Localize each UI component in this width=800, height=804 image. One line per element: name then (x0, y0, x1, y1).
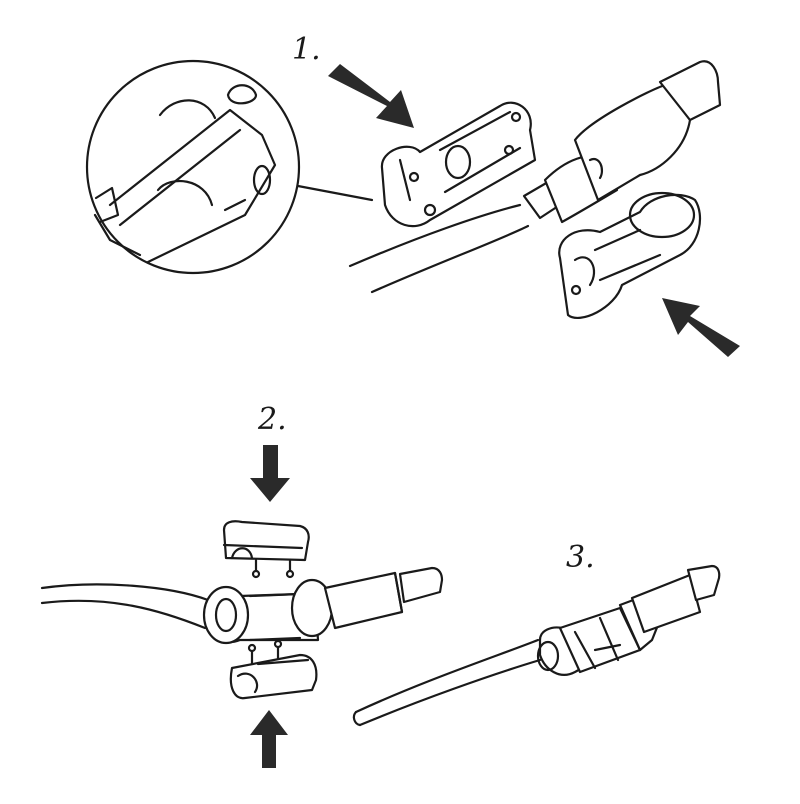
clip-half-upper (380, 101, 537, 228)
cable-assembly (202, 566, 444, 645)
clip-half-bottom (229, 639, 318, 700)
step-3-illustration (352, 564, 721, 727)
clip-half-lower (558, 191, 702, 319)
clip-assembled (536, 588, 670, 676)
cable-connector (522, 60, 722, 224)
step-1-illustration (85, 59, 740, 357)
arrow-icon (328, 64, 414, 128)
clip-half-top (222, 520, 310, 579)
arrow-icon (662, 298, 740, 357)
zoom-detail-circle (85, 59, 374, 275)
arrow-icon (250, 445, 290, 502)
step-2-illustration (40, 445, 444, 768)
cable-connector (630, 564, 721, 634)
step-1-label: 1. (292, 32, 321, 67)
arrow-icon (250, 710, 288, 768)
step-2-label: 2. (258, 402, 287, 437)
step-3-label: 3. (566, 540, 595, 575)
